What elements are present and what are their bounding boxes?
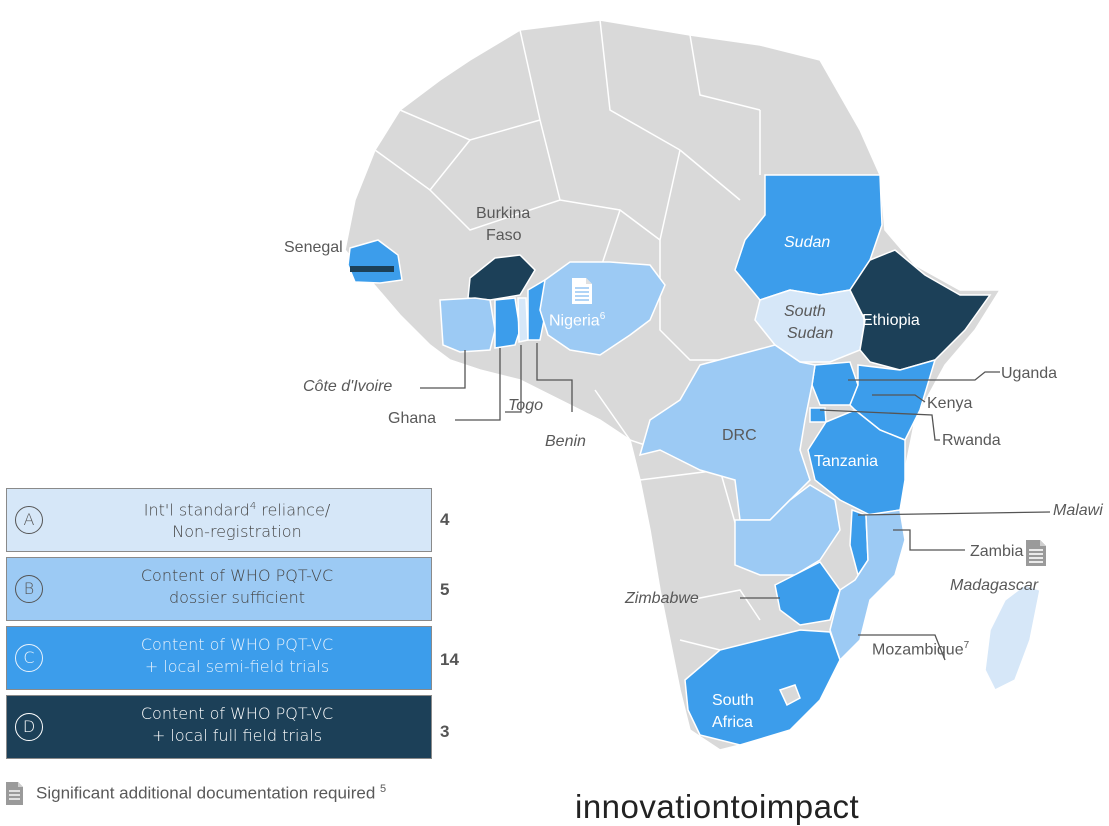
label-uganda: Uganda <box>1001 365 1058 382</box>
country-ghana[interactable] <box>494 297 521 349</box>
label-south-sudan-line1: South <box>784 303 826 320</box>
country-south-africa[interactable] <box>684 629 841 746</box>
label-benin: Benin <box>545 433 586 450</box>
country-togo[interactable] <box>517 297 529 343</box>
country-uganda[interactable] <box>811 361 859 406</box>
legend-letter-c: C <box>15 644 43 672</box>
country-gambia <box>350 266 394 272</box>
label-togo: Togo <box>508 397 543 414</box>
document-icon <box>6 782 23 805</box>
legend-item-d: D Content of WHO PQT-VC + local full fie… <box>6 695 432 759</box>
label-sudan: Sudan <box>784 234 831 251</box>
legend-letter-a: A <box>15 506 43 534</box>
label-ethiopia: Ethiopia <box>862 312 920 329</box>
legend-count-a: 4 <box>440 510 450 529</box>
country-nigeria[interactable] <box>539 261 666 356</box>
label-cote-divoire: Côte d'Ivoire <box>303 378 393 395</box>
legend-text-c: Content of WHO PQT-VC + local semi-field… <box>140 635 334 676</box>
legend-letter-d: D <box>15 713 43 741</box>
country-zambia[interactable] <box>734 484 841 576</box>
label-burkina-line2: Faso <box>486 227 522 244</box>
label-tanzania: Tanzania <box>814 453 879 470</box>
label-south-sudan-line2: Sudan <box>787 325 834 342</box>
label-senegal: Senegal <box>284 239 343 256</box>
document-icon <box>572 278 592 304</box>
country-ethiopia[interactable] <box>849 249 992 371</box>
country-madagascar[interactable] <box>984 584 1041 692</box>
legend-item-b: B Content of WHO PQT-VC dossier sufficie… <box>6 557 432 621</box>
label-madagascar: Madagascar <box>950 577 1039 594</box>
label-malawi: Malawi <box>1053 502 1103 519</box>
legend-letter-b: B <box>15 575 43 603</box>
country-cote-divoire[interactable] <box>439 297 496 353</box>
legend-item-a: A Int'l standard4 reliance/ Non-registra… <box>6 488 432 552</box>
label-kenya: Kenya <box>927 395 973 412</box>
label-burkina-line1: Burkina <box>476 205 531 222</box>
legend-item-c: C Content of WHO PQT-VC + local semi-fie… <box>6 626 432 690</box>
label-rwanda: Rwanda <box>942 432 1001 449</box>
country-senegal[interactable] <box>347 239 403 284</box>
legend-count-d: 3 <box>440 722 450 741</box>
document-icon <box>1026 540 1046 566</box>
label-south-africa-line2: Africa <box>712 714 753 731</box>
label-drc: DRC <box>722 427 757 444</box>
country-lesotho <box>778 684 801 707</box>
label-zimbabwe: Zimbabwe <box>625 590 699 607</box>
country-zimbabwe[interactable] <box>774 561 841 626</box>
footnote: Significant additional documentation req… <box>36 783 387 803</box>
legend-count-b: 5 <box>440 580 450 599</box>
brand-wordmark: innovationtoimpact <box>575 788 860 825</box>
country-mozambique[interactable] <box>829 509 906 662</box>
leader-lines <box>420 343 1051 661</box>
legend-text-b: Content of WHO PQT-VC dossier sufficient <box>140 566 334 607</box>
label-south-africa-line1: South <box>712 692 754 709</box>
legend-count-c: 14 <box>440 650 459 669</box>
label-ghana: Ghana <box>388 410 437 427</box>
legend-text-d: Content of WHO PQT-VC + local full field… <box>140 704 334 745</box>
label-mozambique: Mozambique7 <box>872 640 970 659</box>
legend-text-a: Int'l standard4 reliance/ Non-registrati… <box>143 500 331 542</box>
label-nigeria: Nigeria6 <box>549 311 606 330</box>
label-zambia: Zambia <box>970 543 1024 560</box>
